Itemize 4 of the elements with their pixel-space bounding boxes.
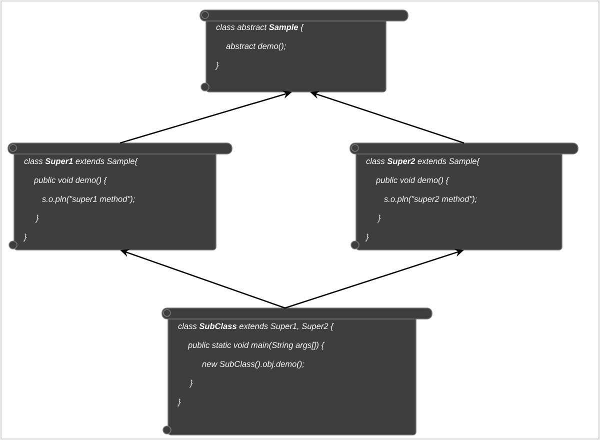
scroll-box: class Super1 extends Sample{ public void demo() { s.o.pln("super1 method"); } } — [8, 142, 232, 250]
scroll-box: class abstract Sample { abstract demo(); } — [200, 10, 408, 92]
scroll-box: class Super2 extends Sample{ public void demo() { s.o.pln("super2 method"); } } — [350, 142, 578, 250]
scroll-box: class SubClass extends Super1, Super2 { public static void main(String args[]) { new SubClass().obj.demo(); } } — [162, 308, 432, 436]
